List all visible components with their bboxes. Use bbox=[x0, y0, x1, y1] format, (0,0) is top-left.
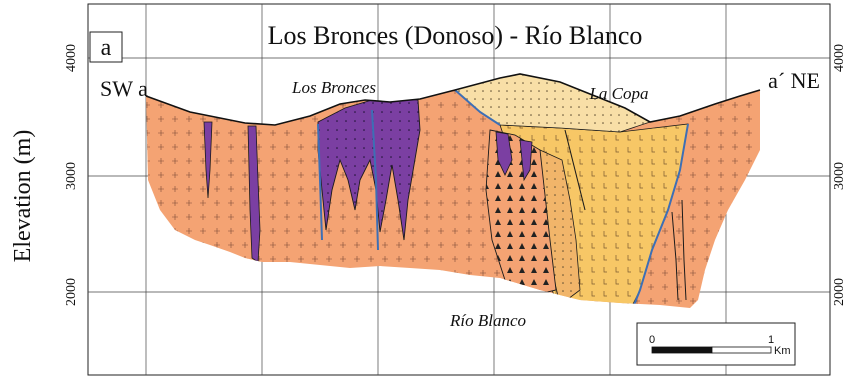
scale-unit: Km bbox=[774, 345, 791, 357]
left-tick-4000: 4000 bbox=[64, 44, 79, 72]
section-end-right: a´ NE bbox=[768, 68, 820, 93]
left-tick-3000: 3000 bbox=[64, 162, 79, 190]
scale-start: 0 bbox=[649, 334, 655, 346]
left-ticks: 4000 3000 2000 bbox=[64, 44, 79, 306]
left-tick-2000: 2000 bbox=[64, 278, 79, 306]
label-rio-blanco: Río Blanco bbox=[449, 311, 526, 330]
figure-title: Los Bronces (Donoso) - Río Blanco bbox=[268, 21, 643, 50]
scale-bar-empty bbox=[712, 347, 771, 353]
right-tick-2000: 2000 bbox=[832, 278, 844, 306]
right-tick-3000: 3000 bbox=[832, 162, 844, 190]
scale-bar: 0 1 Km bbox=[637, 323, 795, 365]
panel-label: a bbox=[101, 35, 112, 61]
right-ticks: 4000 3000 2000 bbox=[832, 44, 844, 306]
y-axis-label: Elevation (m) bbox=[10, 130, 36, 263]
scale-bar-filled bbox=[652, 347, 712, 353]
label-la-copa: La Copa bbox=[588, 84, 648, 103]
section-end-left: SW a bbox=[100, 76, 148, 101]
label-los-bronces: Los Bronces bbox=[291, 78, 376, 97]
geologic-section bbox=[140, 70, 770, 320]
host-rock-pattern bbox=[140, 70, 770, 320]
right-tick-4000: 4000 bbox=[832, 44, 844, 72]
